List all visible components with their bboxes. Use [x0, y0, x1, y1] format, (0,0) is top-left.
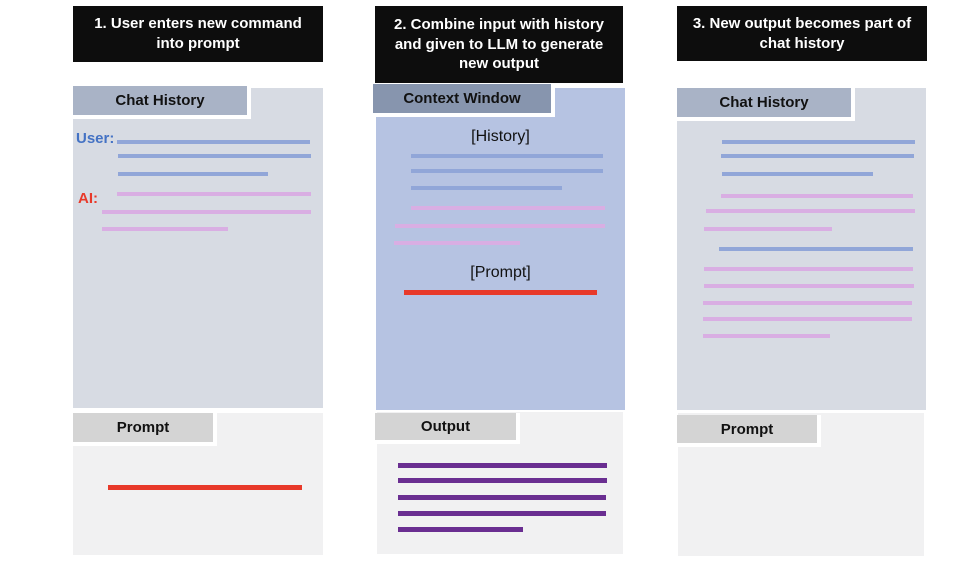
- user-message-line: [118, 172, 268, 176]
- prompt-label-tab: Prompt: [677, 415, 821, 447]
- chat-history-label-tab: Chat History: [677, 88, 855, 121]
- output-label-tab: Output: [375, 413, 520, 444]
- ai-message-line: [395, 224, 605, 228]
- ai-message-line: [703, 334, 830, 338]
- step-1-header: 1. User enters new command into prompt: [73, 6, 323, 62]
- chat-history-box: [677, 88, 926, 410]
- user-message-line: [411, 154, 603, 158]
- chat-history-box: User: AI:: [73, 88, 323, 408]
- ai-message-line: [704, 284, 914, 288]
- panel-step-2: 2. Combine input with history and given …: [373, 0, 625, 563]
- ai-message-line: [102, 227, 228, 231]
- step-2-header: 2. Combine input with history and given …: [375, 6, 623, 83]
- output-message-line: [398, 527, 523, 532]
- ai-message-line: [703, 317, 912, 321]
- user-message-line: [411, 186, 562, 190]
- output-message-line: [398, 478, 607, 483]
- output-message-line: [398, 495, 606, 500]
- ai-message-line: [704, 227, 832, 231]
- context-window-box: [History] [Prompt]: [376, 88, 625, 410]
- ai-message-line: [721, 194, 913, 198]
- ai-message-line: [117, 192, 311, 196]
- prompt-message-line: [108, 485, 302, 490]
- prompt-annotation: [Prompt]: [470, 264, 531, 281]
- prompt-message-line: [404, 290, 597, 295]
- history-annotation: [History]: [471, 128, 530, 145]
- ai-message-line: [704, 267, 913, 271]
- panel-step-3: 3. New output becomes part of chat histo…: [677, 0, 927, 563]
- user-message-line: [117, 140, 310, 144]
- user-message-line: [719, 247, 913, 251]
- output-message-line: [398, 463, 607, 468]
- ai-message-line: [703, 301, 912, 305]
- user-message-line: [411, 169, 603, 173]
- user-message-line: [721, 154, 914, 158]
- prompt-label-tab: Prompt: [73, 413, 217, 446]
- ai-message-line: [394, 241, 520, 245]
- context-window-label-tab: Context Window: [373, 84, 555, 117]
- user-message-line: [722, 140, 915, 144]
- chat-history-label-tab: Chat History: [73, 86, 251, 119]
- output-message-line: [398, 511, 606, 516]
- ai-speaker-label: AI:: [78, 190, 98, 207]
- panel-step-1: 1. User enters new command into prompt U…: [73, 0, 323, 563]
- ai-message-line: [411, 206, 605, 210]
- user-message-line: [118, 154, 311, 158]
- user-speaker-label: User:: [76, 130, 115, 147]
- ai-message-line: [102, 210, 311, 214]
- ai-message-line: [706, 209, 915, 213]
- user-message-line: [722, 172, 873, 176]
- step-3-header: 3. New output becomes part of chat histo…: [677, 6, 927, 61]
